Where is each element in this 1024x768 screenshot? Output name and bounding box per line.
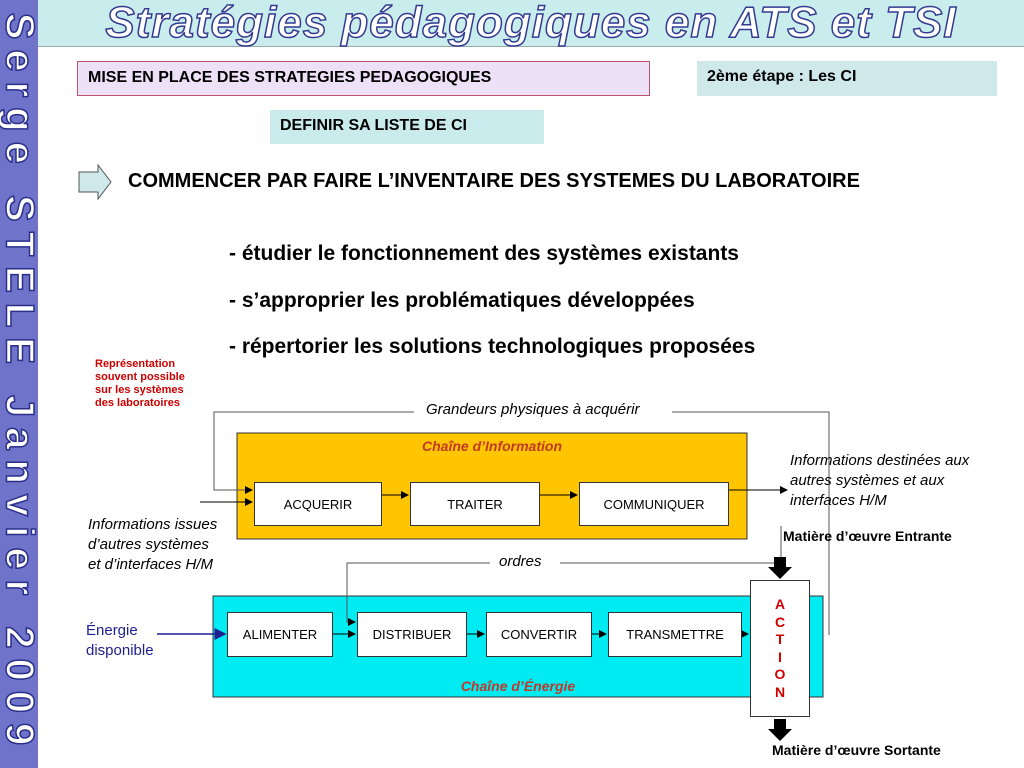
page-title: Stratégies pédagogiques en ATS et TSI <box>105 0 957 47</box>
action-letter: I <box>778 648 782 665</box>
ordres-label: ordres <box>499 553 542 570</box>
transmettre-block: TRANSMETTRE <box>608 612 742 657</box>
action-letter: C <box>774 613 786 630</box>
energy-chain-label: Chaîne d’Énergie <box>460 678 576 694</box>
matiere-oeuvre-sortante-label: Matière d’œuvre Sortante <box>772 742 941 758</box>
bullet-etudier: - étudier le fonctionnement des systèmes… <box>229 242 739 265</box>
section-mise-en-place: MISE EN PLACE DES STRATEGIES PEDAGOGIQUE… <box>77 61 650 96</box>
action-block: A C T I O N <box>750 580 810 717</box>
matiere-sortante-arrow-icon <box>768 719 792 741</box>
grandeurs-label: Grandeurs physiques à acquérir <box>426 401 640 418</box>
energie-disponible-label: Énergie disponible <box>86 622 154 659</box>
step-label: 2ème étape : Les CI <box>697 61 997 96</box>
information-chain-label: Chaîne d’Information <box>422 438 562 454</box>
convertir-block: CONVERTIR <box>486 612 592 657</box>
communiquer-block: COMMUNIQUER <box>579 482 729 526</box>
action-letter: N <box>774 683 786 700</box>
subsection-definir: DEFINIR SA LISTE DE CI <box>270 110 544 144</box>
action-letter: T <box>775 631 785 647</box>
action-letter: A <box>774 596 786 612</box>
main-heading: COMMENCER PAR FAIRE L’INVENTAIRE DES SYS… <box>128 170 860 192</box>
action-letter: O <box>774 666 786 682</box>
ordres-line-left <box>346 562 490 626</box>
info-issues-label: Informations issues d’autres systèmes et… <box>88 516 218 573</box>
matiere-entrante-arrow-icon <box>768 557 792 579</box>
bullet-repertorier: - répertorier les solutions technologiqu… <box>229 335 756 358</box>
representation-note: Représentation souvent possible sur les … <box>95 358 185 409</box>
grandeurs-loop-line-left <box>213 411 414 494</box>
header-band: Stratégies pédagogiques en ATS et TSI <box>38 0 1024 47</box>
acquerir-block: ACQUERIR <box>254 482 382 526</box>
bullet-approprier: - s’approprier les problématiques dévelo… <box>229 289 695 312</box>
distribuer-block: DISTRIBUER <box>357 612 467 657</box>
info-destinees-label: Informations destinées aux autres systèm… <box>790 452 970 509</box>
grandeurs-loop-line <box>672 411 830 635</box>
alimenter-block: ALIMENTER <box>227 612 333 657</box>
matiere-oeuvre-entrante-label: Matière d’œuvre Entrante <box>783 528 952 544</box>
traiter-block: TRAITER <box>410 482 540 526</box>
sidebar-band: Serge STELE Janvier 2009 <box>0 0 42 768</box>
right-arrow-icon <box>78 164 112 200</box>
